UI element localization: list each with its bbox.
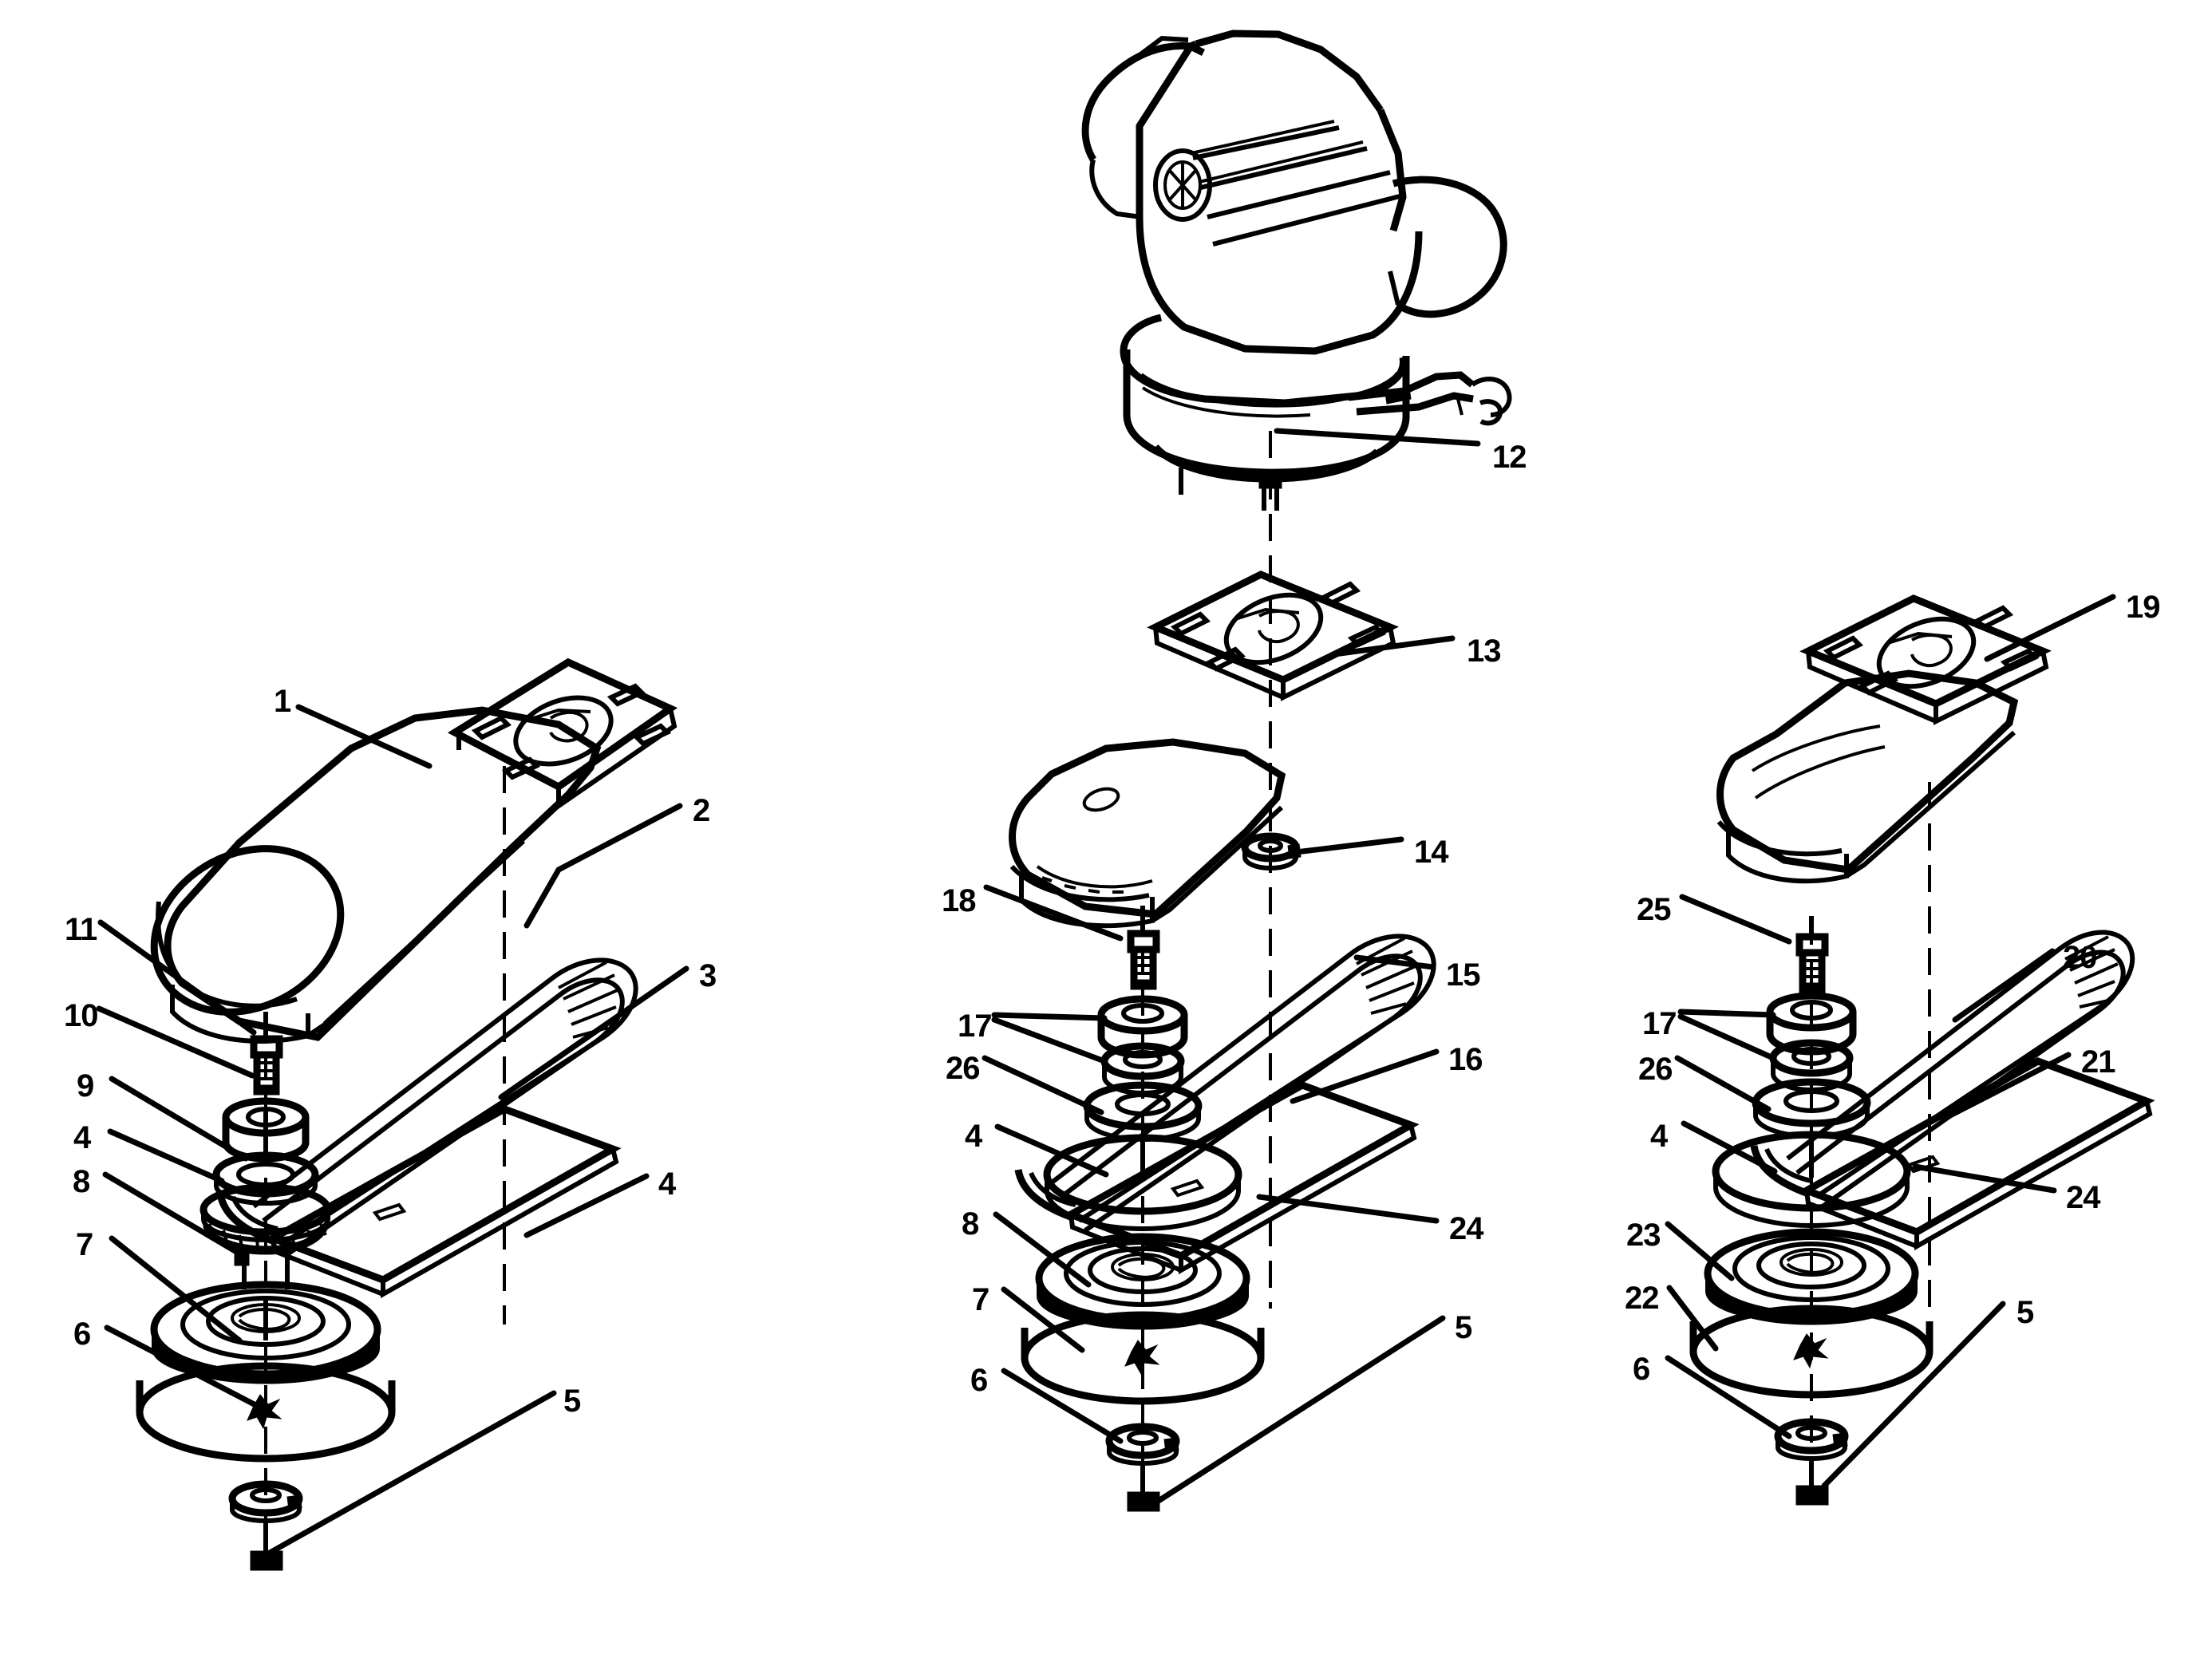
middle-locknut (1127, 1463, 1160, 1512)
motor-assembly-group (1081, 30, 1512, 511)
callout-4-left: 4 (73, 1120, 91, 1155)
callout-25: 25 (1637, 892, 1671, 927)
callout-4-mid: 4 (965, 1119, 982, 1154)
callout-13: 13 (1467, 634, 1501, 669)
middle-washer-lower (1105, 1423, 1180, 1467)
left-bearing-upper (222, 1097, 310, 1163)
callout-11: 11 (65, 912, 97, 947)
callout-16: 16 (1448, 1042, 1483, 1077)
right-washer-lower (1774, 1418, 1849, 1462)
middle-sanding-disc (1021, 1311, 1265, 1405)
callout-8-left: 8 (73, 1164, 90, 1199)
callout-24-mid: 24 (1449, 1211, 1483, 1246)
left-locknut (250, 1521, 283, 1571)
callout-26-mid: 26 (946, 1051, 980, 1086)
callout-5-right: 5 (2016, 1295, 2034, 1330)
callout-20: 20 (2063, 940, 2097, 975)
right-sanding-disc (1689, 1305, 1934, 1399)
left-stud-bolt (250, 1012, 283, 1096)
left-assembly-group (136, 657, 678, 1571)
right-ring-4 (1712, 1131, 1911, 1229)
callout-10: 10 (64, 998, 98, 1033)
callout-5-left: 5 (563, 1384, 581, 1419)
callout-2: 2 (693, 793, 710, 828)
callout-6-left: 6 (73, 1317, 91, 1352)
callout-9: 9 (77, 1068, 94, 1103)
callout-8-mid: 8 (962, 1206, 979, 1242)
right-stud-bolt (1795, 916, 1829, 993)
right-leader-lines (1665, 594, 2116, 1489)
callout-6-right: 6 (1633, 1352, 1650, 1387)
left-leader-lines (96, 704, 689, 1556)
middle-mount-nut (1241, 832, 1302, 871)
middle-ring-4 (1043, 1134, 1242, 1232)
left-ring-stack (199, 1151, 332, 1255)
callout-21: 21 (2081, 1044, 2115, 1080)
middle-assembly-group (1009, 570, 1436, 1512)
callout-15: 15 (1446, 957, 1480, 993)
callout-22: 22 (1625, 1281, 1659, 1316)
left-washer-lower (228, 1480, 303, 1524)
callout-19: 19 (2126, 590, 2160, 625)
callout-14: 14 (1414, 835, 1448, 870)
callout-23: 23 (1626, 1218, 1661, 1253)
callout-12: 12 (1492, 440, 1527, 475)
right-locknut (1795, 1459, 1829, 1506)
callout-4-left-right: 4 (658, 1167, 676, 1202)
callout-17-right: 17 (1642, 1006, 1677, 1041)
callout-26-right: 26 (1638, 1052, 1673, 1087)
callout-5-mid: 5 (1455, 1310, 1472, 1345)
callout-24-right: 24 (2066, 1180, 2100, 1215)
callout-4-right: 4 (1650, 1119, 1668, 1154)
callout-6-mid: 6 (970, 1363, 988, 1398)
middle-leader-lines (982, 428, 1481, 1508)
callout-7-mid: 7 (972, 1282, 989, 1317)
callout-7-left: 7 (76, 1227, 93, 1262)
callout-3: 3 (699, 958, 717, 993)
middle-stud-bolt (1127, 906, 1160, 990)
callout-1: 1 (274, 684, 291, 719)
right-assembly-group (1689, 594, 2155, 1506)
callout-17-mid: 17 (958, 1009, 992, 1044)
callout-18: 18 (942, 883, 976, 918)
